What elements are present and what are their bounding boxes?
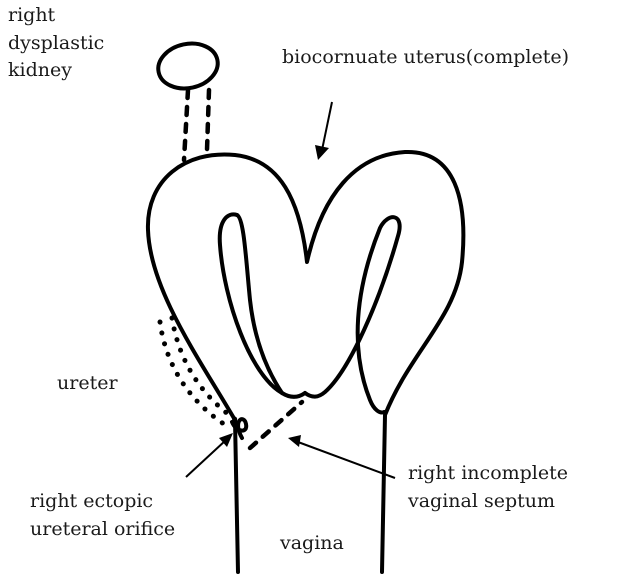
uterus-right-inner-horn bbox=[305, 217, 400, 412]
uterus-label-arrow bbox=[322, 102, 332, 150]
kidney-vessel-right bbox=[207, 90, 209, 150]
ectopic-orifice-arrow bbox=[186, 440, 226, 477]
label-ureter: ureter bbox=[57, 370, 118, 398]
label-right-incomplete-vaginal-septum: right incomplete vaginal septum bbox=[408, 460, 568, 515]
uterus-arrow-head bbox=[315, 145, 329, 160]
septum-arrow bbox=[298, 442, 395, 478]
label-right-ectopic-ureteral-orifice: right ectopic ureteral orifice bbox=[30, 488, 175, 543]
uterus-left-inner-horn bbox=[220, 214, 305, 396]
kidney-outline bbox=[154, 38, 222, 94]
label-vagina: vagina bbox=[280, 530, 344, 558]
kidney-vessel-left bbox=[184, 90, 188, 160]
septum-arrow-head bbox=[288, 435, 301, 447]
label-bicornuate-uterus: biocornuate uterus(complete) bbox=[282, 44, 569, 72]
ureter-dotted-path bbox=[160, 322, 230, 428]
uterus-left-horn-inner-close bbox=[237, 215, 282, 393]
vagina-left-wall bbox=[235, 420, 238, 572]
label-right-dysplastic-kidney: right dysplastic kidney bbox=[8, 2, 104, 85]
